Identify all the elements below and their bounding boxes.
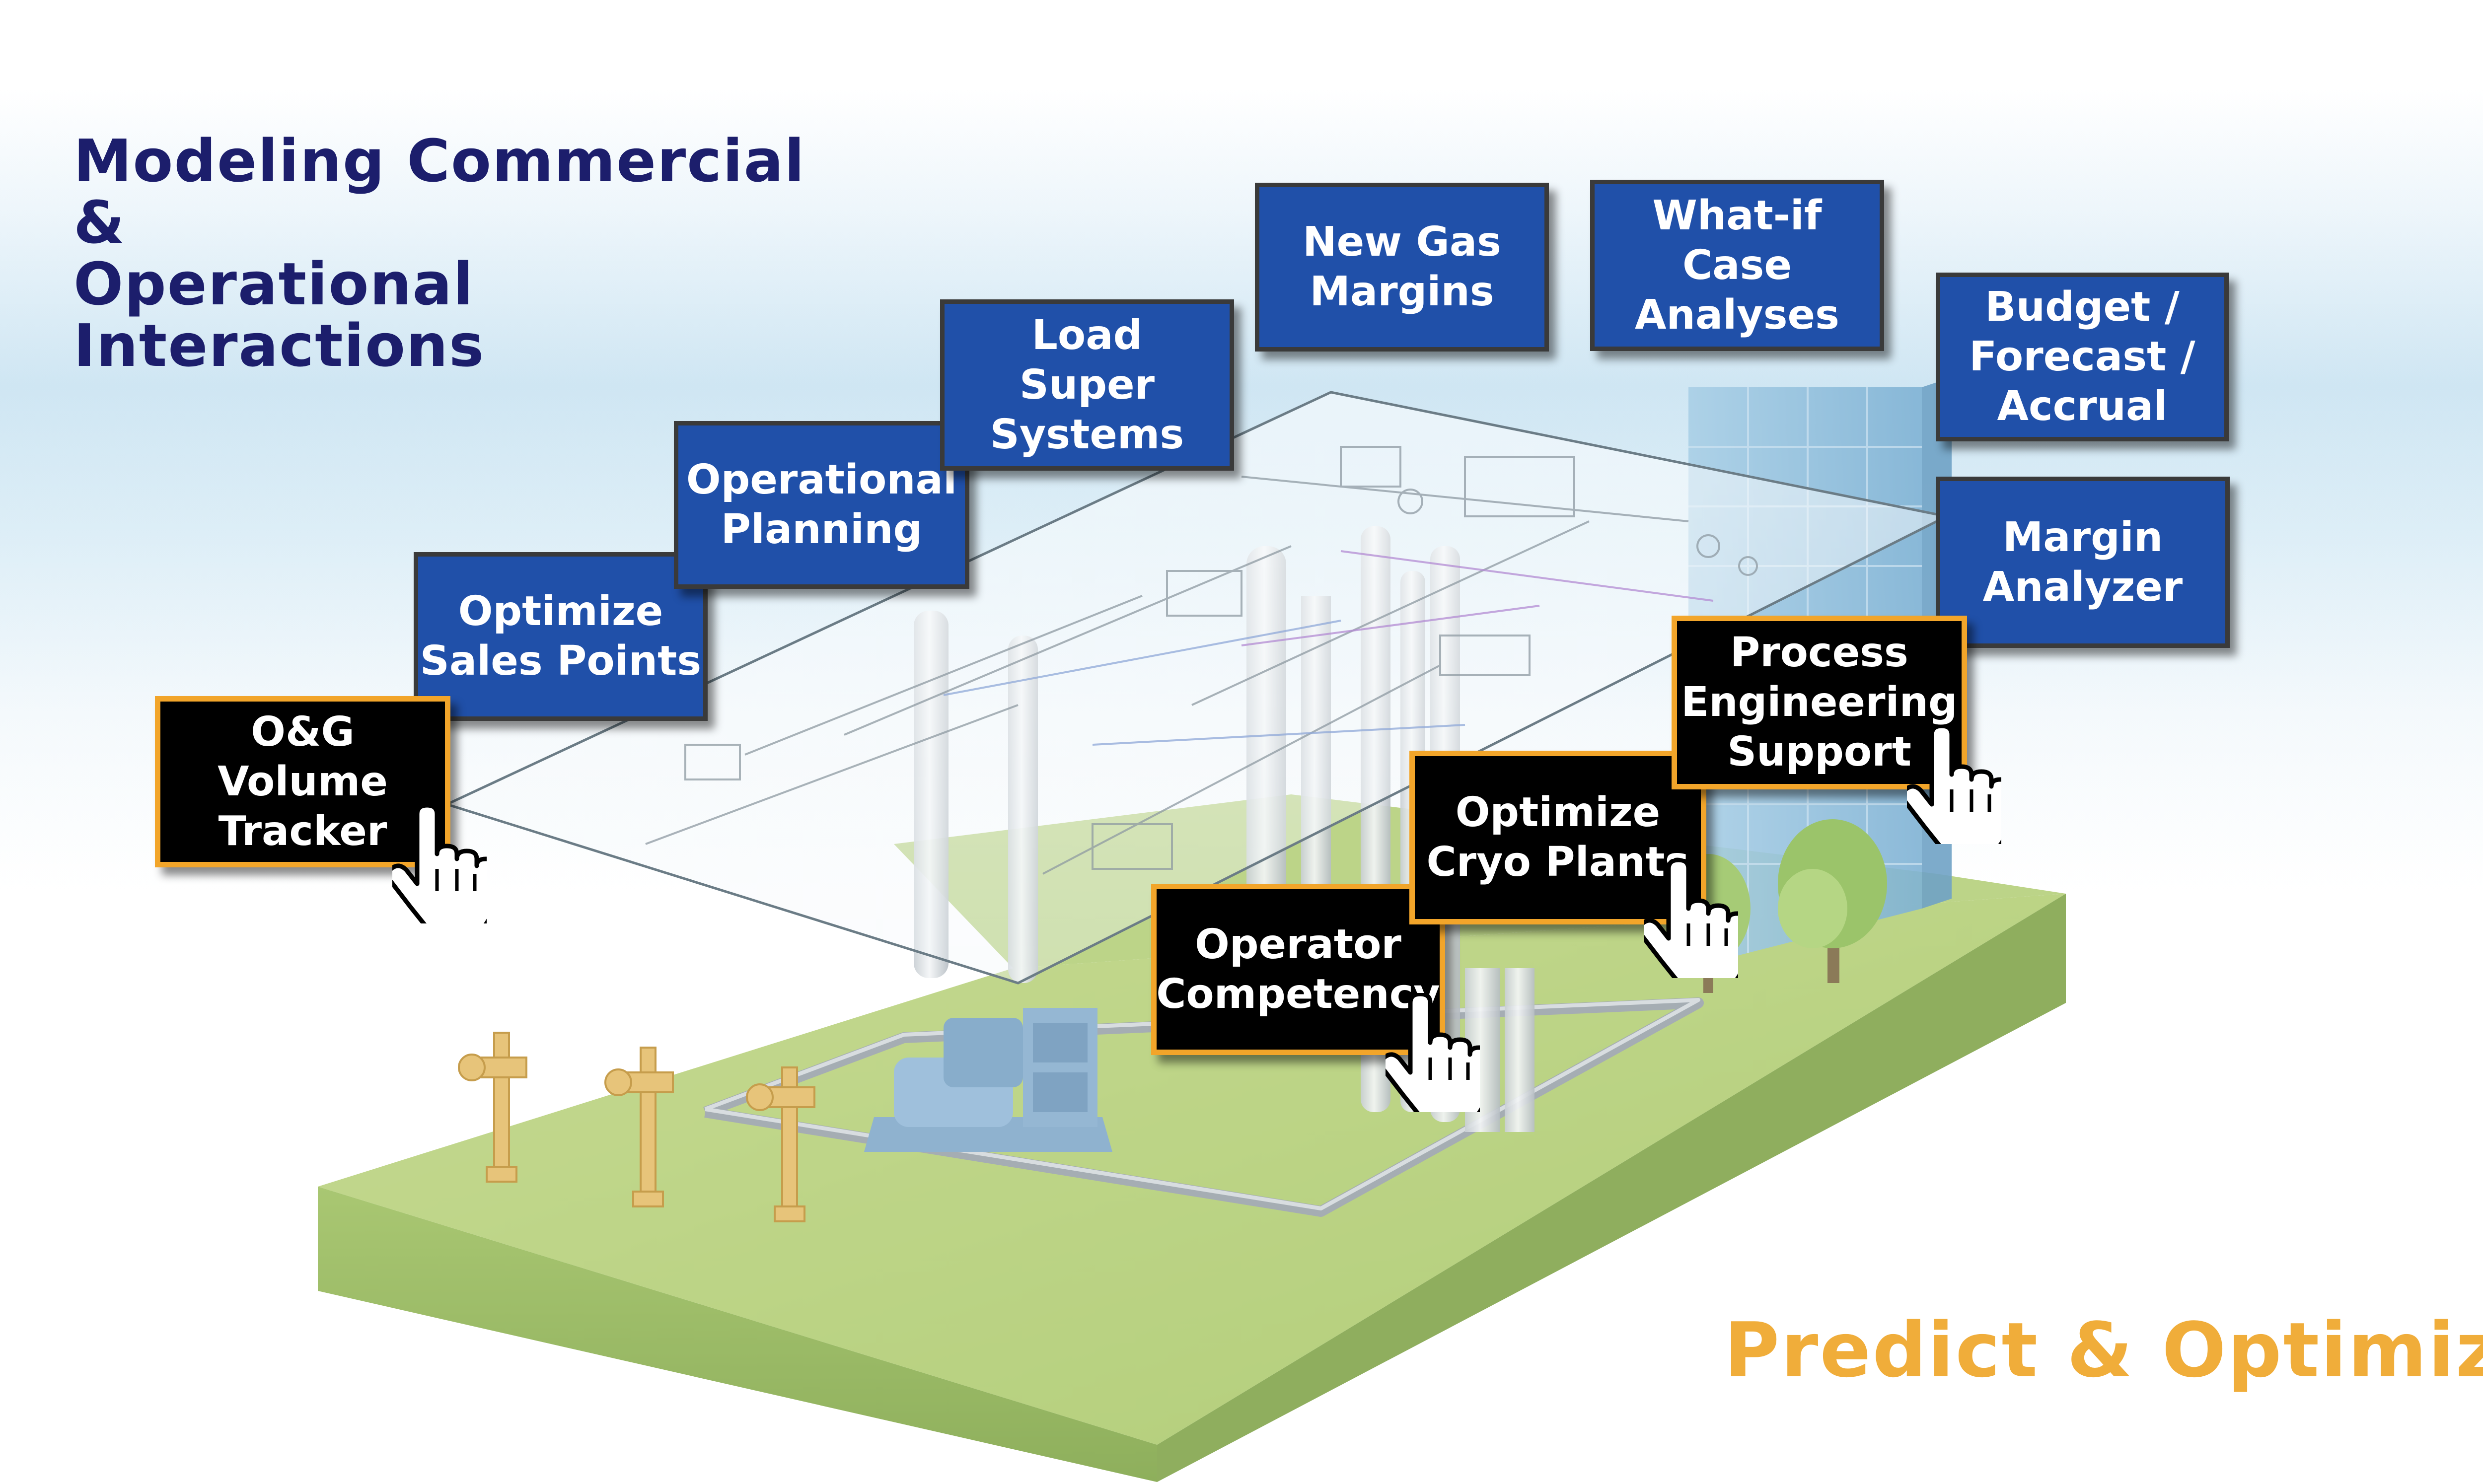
pointing-hand-cursor-icon xyxy=(1907,725,2001,844)
budget-forecast-accrual-box: Budget / Forecast / Accrual xyxy=(1936,273,2229,441)
pointing-hand-cursor-icon xyxy=(1386,993,1480,1112)
wellhead xyxy=(604,1047,674,1207)
og-volume-tracker-box: O&G Volume Tracker xyxy=(155,696,450,867)
wellhead xyxy=(746,1066,815,1222)
pointing-hand-cursor-icon xyxy=(392,804,487,923)
ground-side-face xyxy=(1157,894,2066,1482)
wellhead xyxy=(458,1032,527,1183)
title-line-2: Operational Interactions xyxy=(73,250,485,380)
load-super-systems-box: Load Super Systems xyxy=(940,299,1234,471)
ground-top xyxy=(318,894,2066,1445)
optimize-cryo-plants-box: Optimize Cryo Plants xyxy=(1409,751,1706,924)
ground-front-face xyxy=(318,1187,1157,1482)
title-line-1: Modeling Commercial & xyxy=(73,127,805,257)
process-engineering-support-box: Process Engineering Support xyxy=(1672,616,1967,789)
margin-analyzer-box: Margin Analyzer xyxy=(1936,477,2230,648)
pointing-hand-cursor-icon xyxy=(1644,859,1738,978)
what-if-case-analyses-box: What-if Case Analyses xyxy=(1590,180,1884,351)
tagline: Predict & Optimize xyxy=(1724,1306,2483,1394)
operator-competency-box: Operator Competency xyxy=(1151,884,1445,1055)
optimize-sales-points-box: Optimize Sales Points xyxy=(414,552,708,721)
operational-planning-box: Operational Planning xyxy=(674,421,969,589)
page-title: Modeling Commercial & Operational Intera… xyxy=(73,130,818,376)
new-gas-margins-box: New Gas Margins xyxy=(1255,183,1549,352)
tree xyxy=(1778,819,1887,983)
pipe-loop xyxy=(703,997,1704,1217)
compressor-unit xyxy=(864,1008,1112,1152)
